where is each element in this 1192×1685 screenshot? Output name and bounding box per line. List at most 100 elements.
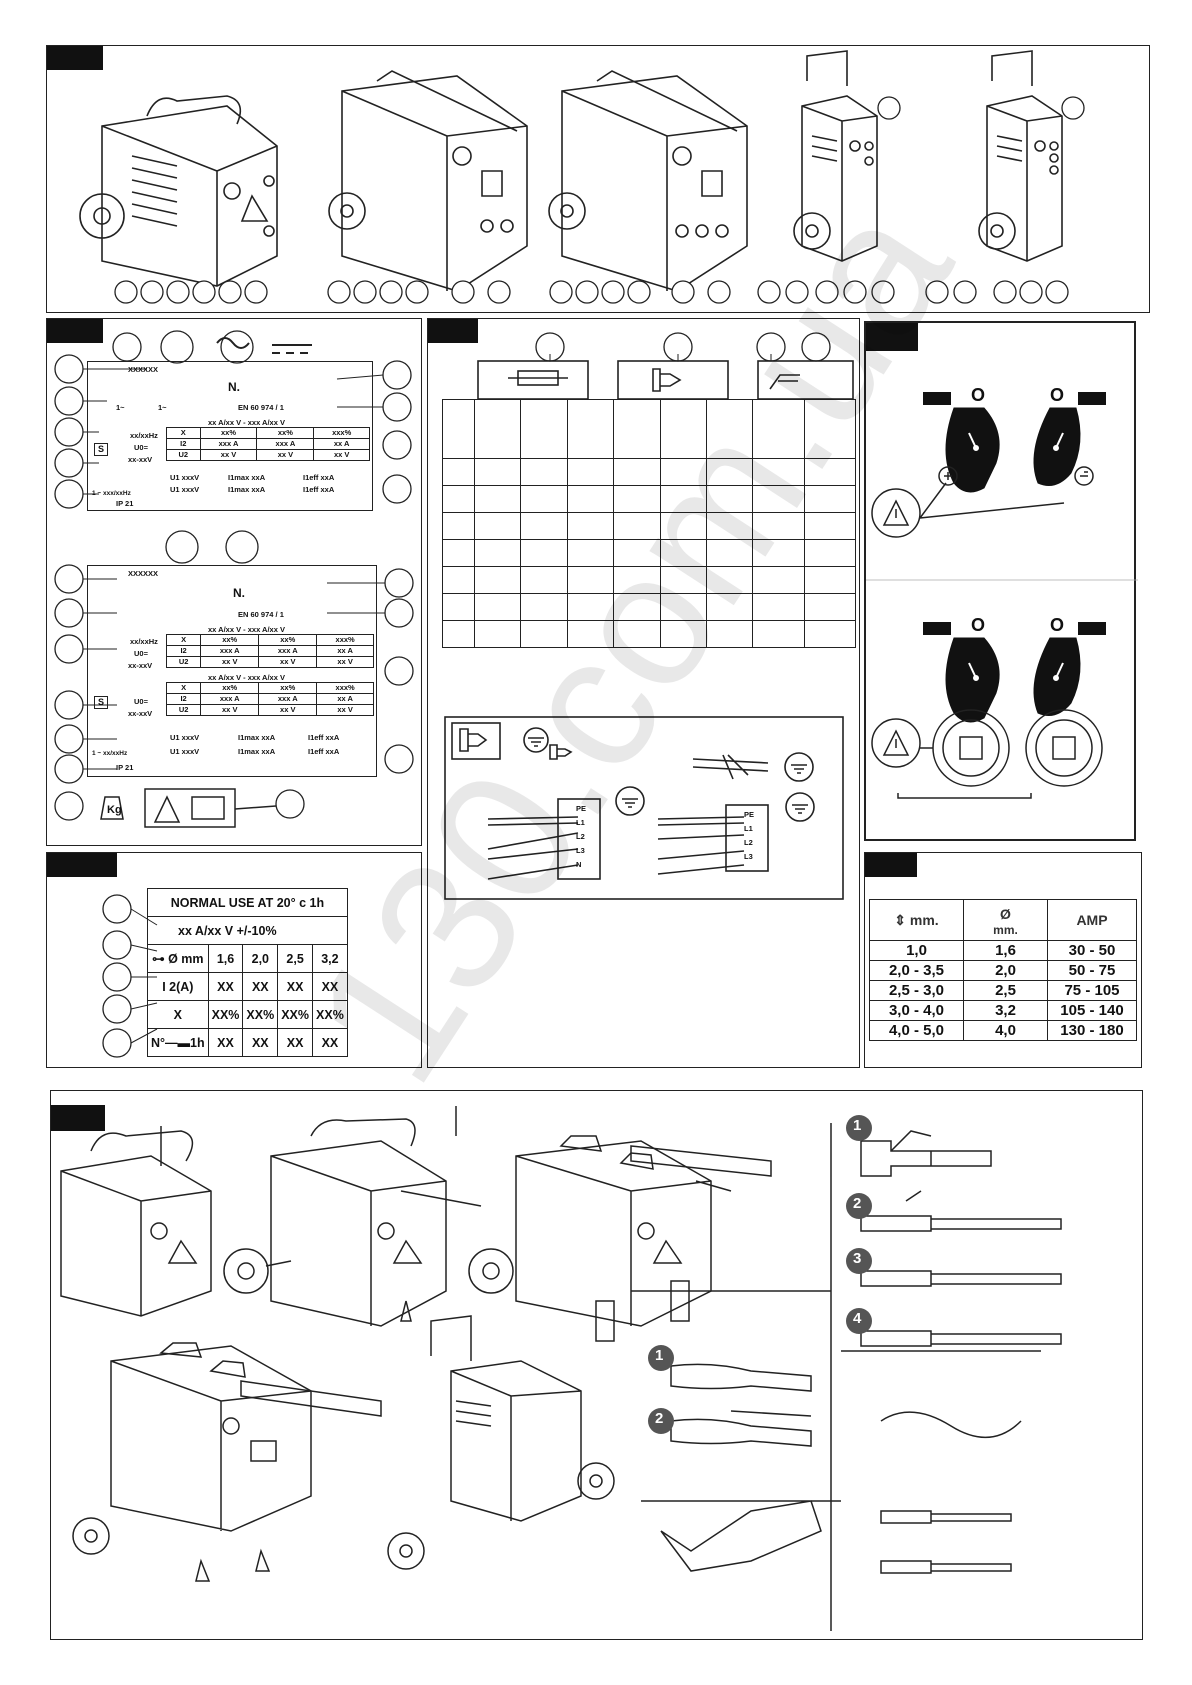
plate1-supply: 1 ~ xxx/xxHz	[92, 490, 131, 497]
cell	[473, 620, 522, 648]
step-b-2: 2	[655, 1410, 664, 1427]
plate2-u0-val: xx-xxV	[128, 661, 153, 670]
plate1-number: N.	[228, 380, 240, 394]
cell: I2	[165, 693, 202, 705]
cell: XX	[312, 972, 348, 1001]
panel-tag	[47, 853, 117, 877]
cell	[803, 485, 857, 513]
cell	[566, 566, 615, 594]
plate2-u1: U1 xxxV	[170, 733, 200, 742]
pin-pe: PE	[576, 804, 587, 813]
cell	[613, 399, 661, 459]
cell: xx V	[313, 449, 370, 461]
cell: 105 - 140	[1047, 1000, 1137, 1021]
cell	[659, 566, 708, 594]
cell: XX	[277, 972, 314, 1001]
cell	[520, 512, 568, 540]
amp-header: AMP	[1047, 899, 1137, 941]
cell	[659, 399, 708, 459]
cell: U2	[165, 704, 202, 716]
cell: 130 - 180	[1047, 1020, 1137, 1041]
cell	[803, 458, 857, 486]
cell	[442, 539, 475, 567]
machine-drawings	[79, 50, 1085, 304]
plate1-freq: xx/xxHz	[130, 431, 158, 440]
cell: XX%	[312, 1000, 348, 1029]
cell: XX%	[207, 1000, 244, 1029]
plate2-i1eff: I1eff xxA	[308, 733, 340, 742]
plate2-i1max: I1max xxA	[238, 733, 276, 742]
cell	[752, 512, 805, 540]
cell	[442, 566, 475, 594]
diameter-symbol: Ø	[1000, 905, 1011, 922]
cell: xxx%	[316, 634, 374, 646]
n-label: N°—▬1h	[147, 1028, 209, 1057]
cell	[803, 566, 857, 594]
cell	[566, 593, 615, 621]
cell	[706, 512, 754, 540]
cell: xx%	[200, 634, 260, 646]
plate1-model: XXXXXX	[128, 365, 159, 374]
cell	[566, 512, 615, 540]
cell: U2	[165, 656, 202, 668]
i2-label: I 2(A)	[147, 972, 209, 1001]
cell: XX%	[277, 1000, 314, 1029]
cell	[520, 566, 568, 594]
cell	[473, 458, 522, 486]
cell: xx V	[258, 704, 318, 716]
panel-machine-overview	[46, 45, 1150, 313]
cell: 2,5	[277, 944, 314, 973]
plate2-range-ac: xx A/xx V - xxx A/xx V	[208, 625, 285, 634]
cell	[706, 485, 754, 513]
panel-assembly: 1 2 3 4 1 2	[50, 1090, 1143, 1640]
cell	[442, 399, 475, 459]
cell	[803, 512, 857, 540]
cell: XX	[312, 1028, 348, 1057]
cell	[706, 620, 754, 648]
cell: 2,5 - 3,0	[869, 980, 964, 1001]
cell: xxx A	[200, 645, 260, 657]
panel-normal-use: NORMAL USE AT 20° c 1h xx A/xx V +/-10% …	[46, 852, 422, 1068]
cell: XX	[242, 1028, 279, 1057]
cell	[803, 593, 857, 621]
plate2-model: XXXXXX	[128, 569, 159, 578]
cell: xx%	[199, 427, 258, 439]
cell	[659, 620, 708, 648]
cell	[613, 458, 661, 486]
cell	[566, 539, 615, 567]
plate1-u0: U0=	[134, 443, 148, 452]
cell	[706, 593, 754, 621]
cell	[566, 399, 615, 459]
electrode-icon: ⊶	[152, 952, 169, 966]
cell: xx A	[316, 645, 374, 657]
step-a-4: 4	[853, 1310, 862, 1327]
panel-rating-plates: XXXXXX N. EN 60 974 / 1 1~ 1~ xx A/xx V …	[46, 318, 422, 846]
cell: 3,2	[312, 944, 348, 973]
panel-tag	[428, 319, 478, 343]
cell: U2	[166, 449, 201, 461]
cell	[473, 539, 522, 567]
electrode-icon: —▬	[165, 1035, 191, 1050]
plate2-standard: EN 60 974 / 1	[238, 610, 284, 619]
pin-l1: L1	[576, 818, 585, 827]
cell	[442, 512, 475, 540]
diameter-unit: mm.	[993, 922, 1018, 937]
cell	[659, 485, 708, 513]
cell: xx A	[313, 438, 370, 450]
cell	[752, 539, 805, 567]
cell: xxx A	[258, 693, 318, 705]
cell: 1,0	[869, 940, 964, 961]
plate2-u0-dc: U0=	[134, 697, 148, 706]
cell	[752, 620, 805, 648]
diameter-label: ⊶ Ø mm	[147, 944, 209, 973]
cell	[613, 593, 661, 621]
n-label-text: N°	[151, 1035, 166, 1050]
cell: 2,5	[963, 980, 1048, 1001]
plate1-i1eff: I1eff xxA	[303, 473, 335, 482]
n-unit-text: 1h	[190, 1035, 205, 1050]
cell	[520, 620, 568, 648]
plate2-freq: xx/xxHz	[130, 637, 158, 646]
